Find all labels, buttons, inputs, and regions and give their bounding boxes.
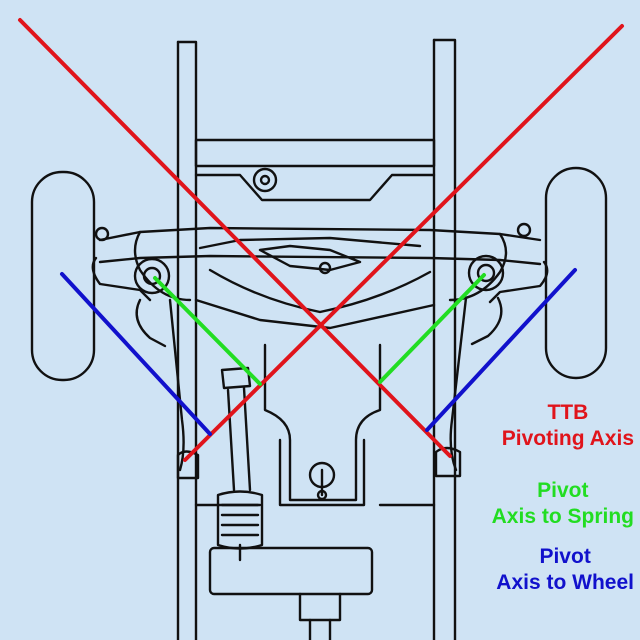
legend-spring-line1: Pivot [537,479,589,502]
oil-pan [263,343,382,507]
legend-wheel-line1: Pivot [539,545,591,568]
axle-beam [91,222,549,330]
legend-ttb-line1: TTB [547,401,589,424]
right-spindle [449,254,505,472]
legend-spring-line2: Axis to Spring [491,505,634,528]
transfer-case [208,546,374,640]
right-frame-rail [432,38,457,640]
legend-ttb-pivoting-axis: TTB Pivoting Axis [502,400,634,452]
left-spindle [133,257,185,472]
legend-wheel-line2: Axis to Wheel [496,571,634,594]
drive-shaft [216,366,264,562]
spring-pivot-axis-lines [153,273,486,386]
left-frame-rail [176,40,198,640]
legend-pivot-axis-to-spring: Pivot Axis to Spring [492,478,634,530]
wheel-pivot-axis-lines [60,268,577,436]
cross-member [194,138,436,202]
legend-pivot-axis-to-wheel: Pivot Axis to Wheel [496,544,634,596]
right-tire [544,166,608,380]
ttb-pivoting-axis-lines [18,18,624,462]
legend-ttb-line2: Pivoting Axis [501,427,634,450]
